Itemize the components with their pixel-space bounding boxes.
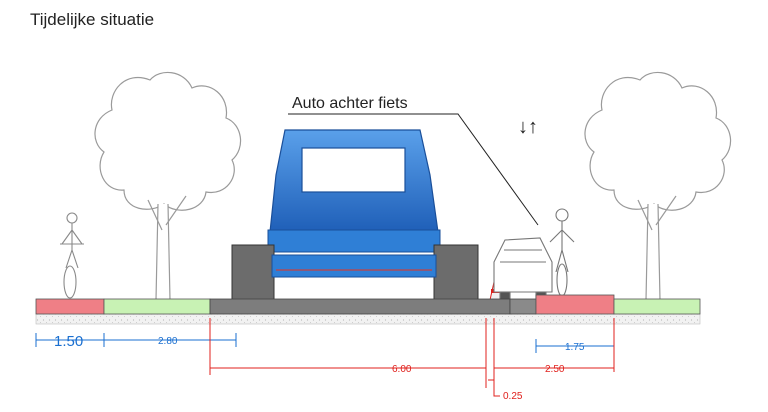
direction-arrows: ↓↑: [518, 116, 538, 138]
dim-right-total: 2.50: [545, 364, 565, 375]
verge-left: [103, 298, 211, 315]
tree-left: [94, 71, 242, 301]
roadway-edge: [509, 298, 537, 315]
cyclist-left: [60, 212, 84, 299]
dimension-lines-red: [209, 318, 615, 397]
dim-roadway: 6.00: [392, 364, 412, 375]
dim-bike-lane-right: 1.75: [565, 342, 585, 353]
road-cross-section: [35, 294, 701, 325]
construction-vehicle: [231, 129, 479, 301]
diagram-title: Tijdelijke situatie: [30, 10, 155, 29]
tree-right: [584, 71, 732, 301]
dim-gap: 0.25: [503, 391, 523, 402]
car-behind-bicycle: [493, 208, 575, 303]
bike-lane-right: [535, 294, 615, 315]
dim-verge-left: 2.80: [158, 336, 178, 347]
dimension-lines-blue: [35, 333, 615, 353]
verge-right: [613, 298, 701, 315]
dim-bike-lane-left: 1.50: [54, 333, 83, 350]
bike-lane-left: [35, 298, 105, 315]
callout-label: Auto achter fiets: [292, 95, 408, 112]
roadway: [209, 298, 511, 315]
callout-leader: [288, 113, 539, 226]
